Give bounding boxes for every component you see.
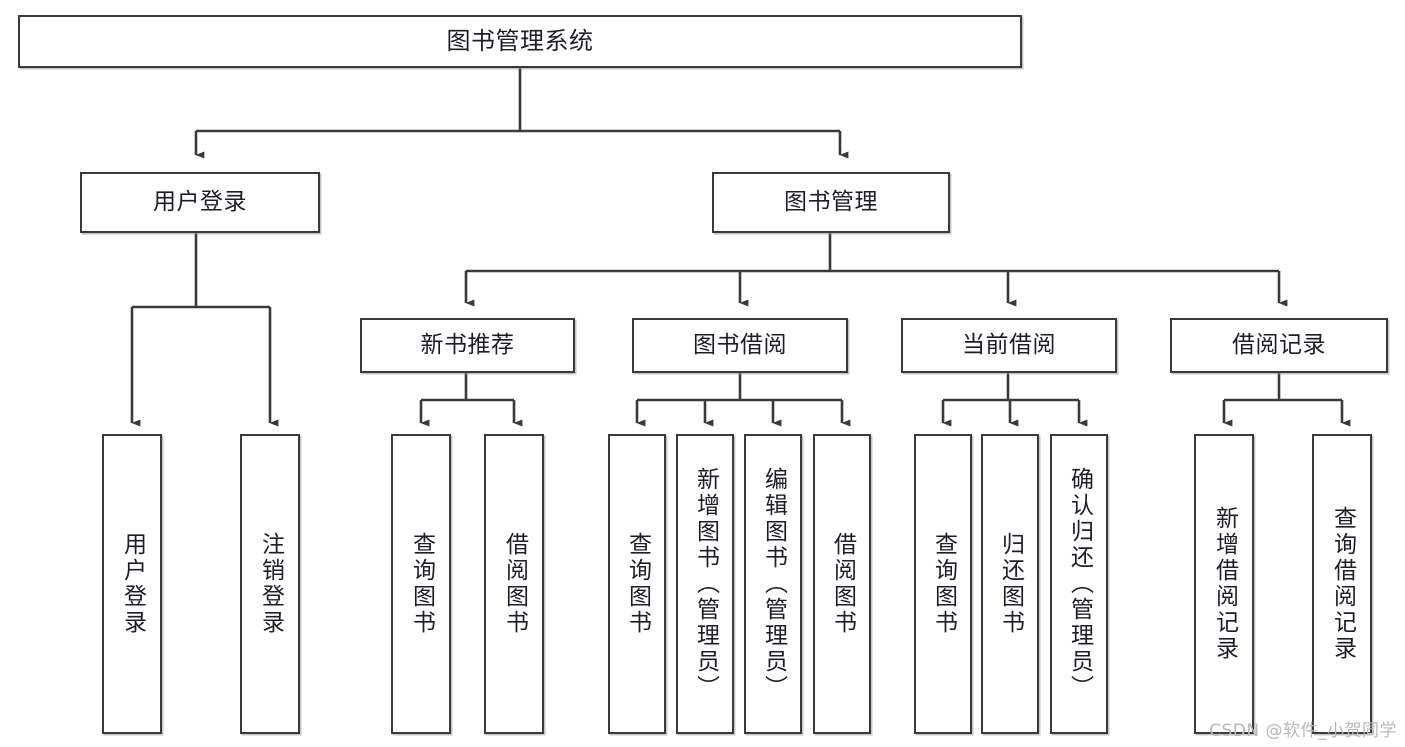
node-leaf-user-login[interactable]: 用户登录	[102, 434, 162, 734]
node-leaf-confirm-return[interactable]: 确认归还（管理员）	[1050, 434, 1108, 734]
node-new-book-recommend[interactable]: 新书推荐	[360, 318, 575, 373]
node-leaf-query-book-2[interactable]: 查询图书	[608, 434, 666, 734]
node-current-borrow[interactable]: 当前借阅	[901, 318, 1117, 373]
node-leaf-edit-book[interactable]: 编辑图书（管理员）	[744, 434, 802, 734]
node-leaf-query-book-1[interactable]: 查询图书	[391, 434, 451, 734]
node-leaf-borrow-book-1[interactable]: 借阅图书	[484, 434, 544, 734]
node-leaf-confirm-return-label: 确认归还（管理员）	[1066, 467, 1093, 701]
node-leaf-user-logout[interactable]: 注销登录	[240, 434, 300, 734]
node-user-login-label: 用户登录	[153, 188, 247, 215]
node-new-book-recommend-label: 新书推荐	[420, 331, 515, 358]
node-leaf-add-book-label: 新增图书（管理员）	[692, 467, 719, 701]
node-leaf-query-book-2-label: 查询图书	[624, 532, 651, 636]
node-leaf-query-record[interactable]: 查询借阅记录	[1312, 434, 1372, 734]
node-book-borrow[interactable]: 图书借阅	[632, 318, 848, 373]
node-leaf-return-book[interactable]: 归还图书	[981, 434, 1039, 734]
node-root-system[interactable]: 图书管理系统	[18, 15, 1022, 68]
node-leaf-add-book[interactable]: 新增图书（管理员）	[676, 434, 734, 734]
node-borrow-record-label: 借阅记录	[1232, 331, 1326, 358]
node-leaf-query-book-3[interactable]: 查询图书	[914, 434, 972, 734]
node-root-system-label: 图书管理系统	[446, 27, 594, 56]
node-leaf-add-record-label: 新增借阅记录	[1211, 506, 1238, 662]
node-user-login[interactable]: 用户登录	[80, 172, 320, 233]
node-leaf-user-logout-label: 注销登录	[257, 532, 284, 636]
node-leaf-query-record-label: 查询借阅记录	[1329, 506, 1356, 662]
node-leaf-edit-book-label: 编辑图书（管理员）	[760, 467, 787, 701]
node-leaf-query-book-3-label: 查询图书	[930, 532, 957, 636]
node-book-manage-label: 图书管理	[784, 188, 878, 215]
node-leaf-query-book-1-label: 查询图书	[408, 532, 435, 636]
node-leaf-add-record[interactable]: 新增借阅记录	[1194, 434, 1254, 734]
node-current-borrow-label: 当前借阅	[962, 331, 1056, 358]
csdn-watermark: CSDN @软件_小贺同学	[1209, 721, 1397, 741]
node-borrow-record[interactable]: 借阅记录	[1170, 318, 1388, 373]
node-book-manage[interactable]: 图书管理	[712, 172, 950, 233]
node-leaf-borrow-book-2-label: 借阅图书	[829, 532, 856, 636]
node-book-borrow-label: 图书借阅	[693, 331, 787, 358]
node-leaf-borrow-book-2[interactable]: 借阅图书	[813, 434, 871, 734]
node-leaf-return-book-label: 归还图书	[997, 532, 1024, 636]
node-leaf-user-login-label: 用户登录	[119, 532, 146, 636]
node-leaf-borrow-book-1-label: 借阅图书	[501, 532, 528, 636]
